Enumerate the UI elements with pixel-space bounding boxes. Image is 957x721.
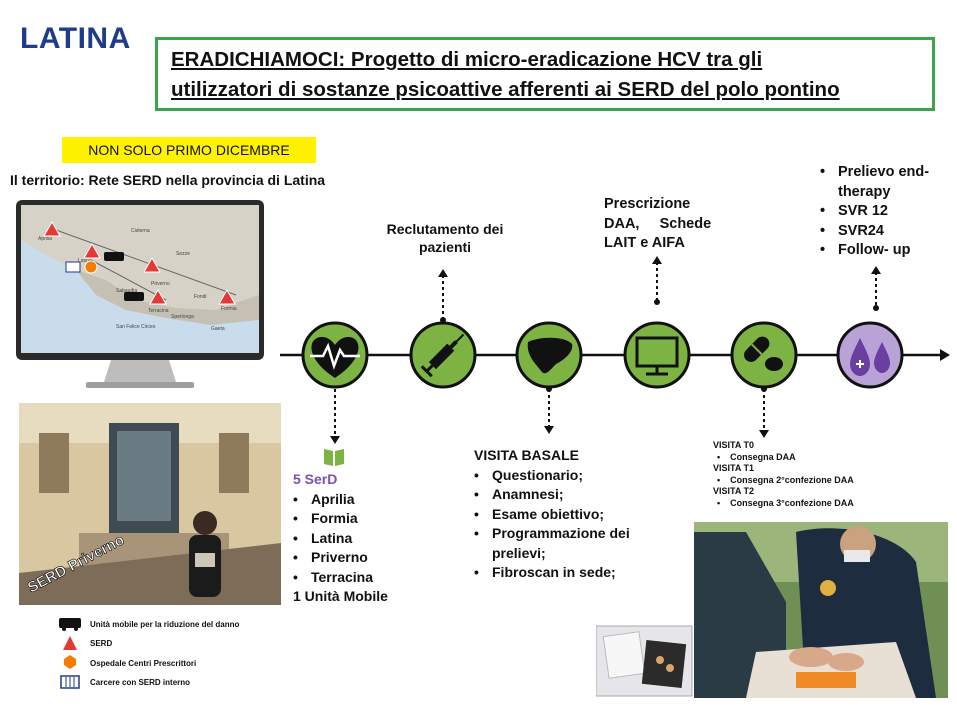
followup-list: •Prelievo end- therapy •SVR 12 •SVR24 •F… [820, 163, 929, 261]
connector-arrow-icon [438, 269, 448, 277]
connector-dot [440, 317, 446, 323]
timeline-arrow-icon [940, 349, 950, 361]
project-title-line-1: ERADICHIAMOCI: Progetto di micro-eradica… [171, 48, 763, 71]
book-icon [324, 449, 344, 466]
map-label: Sezze [176, 251, 190, 257]
list-item: therapy [838, 183, 891, 200]
map-label: Terracina [148, 308, 169, 314]
medication-box-photo [596, 625, 693, 697]
map-label: San Felice Circeo [116, 324, 156, 330]
list-item: •Questionario; [474, 466, 584, 483]
mobile-unit-icon [104, 252, 124, 261]
list-item: •Priverno [293, 549, 368, 565]
legend-serd: SERD [90, 639, 113, 648]
project-title-box: ERADICHIAMOCI: Progetto di micro-eradica… [155, 37, 935, 111]
prison-marker-icon [65, 261, 81, 273]
serd-marker-icon [43, 220, 61, 237]
list-item: •Prelievo end- [820, 164, 930, 180]
blood-drops-icon [836, 321, 904, 389]
highlight-banner: NON SOLO PRIMO DICEMBRE [62, 137, 316, 163]
serd-marker-icon [63, 636, 77, 650]
legend-prison: Carcere con SERD interno [90, 678, 191, 687]
liver-icon [515, 321, 583, 389]
brand-latina: LATINA [20, 22, 131, 55]
list-item: •Anamnesi; [474, 486, 564, 502]
map-label: Sabaudia [116, 288, 137, 294]
list-item: • Consegna 3°confezione DAA [717, 497, 854, 508]
map-label: Priverno [151, 281, 170, 287]
heartbeat-icon [301, 321, 369, 389]
list-item: •SVR 12 [820, 203, 888, 219]
list-item: • Consegna 2°confezione DAA [717, 474, 854, 485]
list-item: •Esame obiettivo; [474, 505, 605, 522]
mobile-unit-icon [59, 618, 81, 631]
legend-hospital: Ospedale Centri Prescrittori [90, 659, 197, 668]
map-label: Formia [221, 306, 237, 312]
connector-arrow-icon [871, 266, 881, 274]
mobile-unit-icon [124, 292, 144, 301]
baseline-heading: VISITA BASALE [474, 447, 580, 463]
connector-dot [761, 386, 767, 392]
legend-mobile-unit: Unità mobile per la riduzione del danno [90, 620, 240, 629]
visits-list: VISITA T0 • Consegna DAA VISITA T1 • Con… [713, 440, 854, 509]
computer-monitor-icon [623, 321, 691, 389]
visit-t1: VISITA T1 [713, 463, 755, 473]
list-item: •Formia [293, 510, 358, 526]
map-legend: Unità mobile per la riduzione del danno … [58, 617, 298, 697]
list-item: •Latina [293, 529, 353, 546]
connector-arrow-icon [330, 436, 340, 444]
serd-marker-icon [83, 242, 101, 259]
territory-heading: Il territorio: Rete SERD nella provincia… [10, 172, 326, 188]
mobile-unit-count: 1 Unità Mobile [293, 588, 388, 604]
serd-marker-icon [218, 288, 236, 305]
list-item: •Programmazione dei [474, 525, 630, 541]
connector-dot [546, 386, 552, 392]
serd-marker-icon [143, 256, 161, 273]
connector-dot [873, 305, 879, 311]
list-item: •Aprilia [293, 490, 355, 507]
project-title-line-2: utilizzatori di sostanze psicoattive aff… [171, 78, 840, 101]
visit-t2: VISITA T2 [713, 486, 755, 496]
hospital-marker-icon [64, 655, 76, 669]
list-item: •Follow- up [820, 242, 911, 258]
patient-consultation-photo [694, 522, 948, 698]
timeline [280, 321, 950, 389]
serd-marker-icon [149, 288, 167, 305]
connector-arrow-icon [652, 256, 662, 264]
connector-dot [654, 299, 660, 305]
list-item: •Terracina [293, 568, 373, 585]
patients-photos [596, 522, 948, 698]
pills-icon [730, 321, 798, 389]
map-label: Cisterna [131, 228, 150, 234]
serd-priverno-photo: SERD Priverno [19, 403, 281, 605]
syringe-icon [409, 321, 477, 389]
prison-marker-icon [60, 675, 80, 689]
hospital-marker-icon [84, 260, 98, 274]
prescription-label: Prescrizione DAA, Schede LAIT e AIFA [604, 196, 712, 251]
list-item: •Fibroscan in sede; [474, 564, 616, 580]
map-label: Aprilia [38, 236, 52, 242]
visit-t0: VISITA T0 [713, 440, 755, 450]
recruitment-label: Reclutamento dei pazienti [386, 221, 504, 255]
connector-arrow-icon [544, 426, 554, 434]
map-label: Sperlonga [171, 314, 194, 320]
map-label: Latina [78, 258, 92, 264]
monitor-map: Aprilia Cisterna Sezze Latina Priverno S… [16, 200, 264, 388]
map-label: Gaeta [211, 326, 225, 332]
list-item: • Consegna DAA [717, 451, 796, 462]
serd-list: 5 SerD •Aprilia •Formia •Latina •Privern… [293, 470, 388, 607]
serd-heading: 5 SerD [293, 471, 338, 487]
map-label: Fondi [194, 294, 207, 300]
baseline-visit-list: VISITA BASALE •Questionario; •Anamnesi; … [474, 446, 630, 583]
list-item: •SVR24 [820, 222, 884, 239]
list-item: prelievi; [492, 544, 546, 561]
connector-arrow-icon [759, 430, 769, 438]
